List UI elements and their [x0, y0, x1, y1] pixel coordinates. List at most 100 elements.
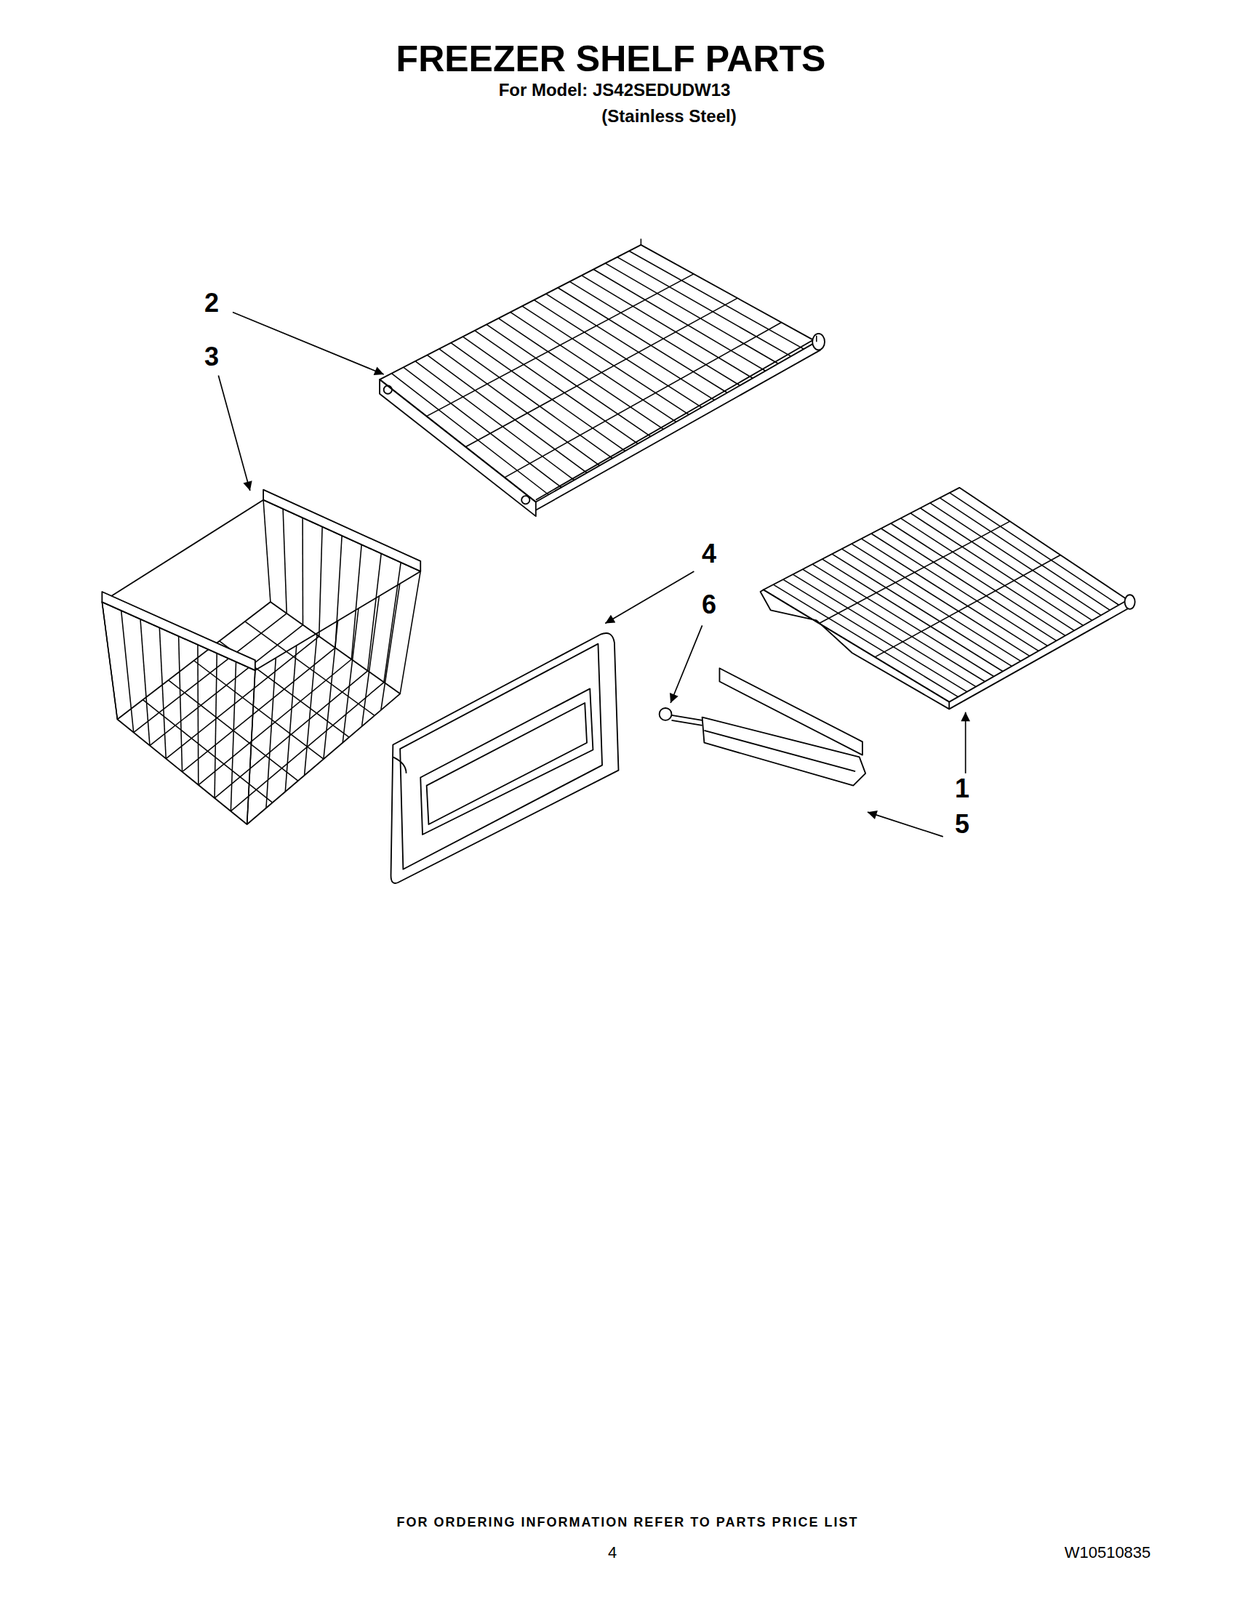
panel-recess	[420, 688, 593, 835]
shelf-wire	[831, 554, 1012, 667]
roll-bar-end	[1125, 594, 1136, 610]
shelf-side-plate	[760, 589, 950, 710]
basket-bottom	[117, 602, 400, 825]
shelf-wire	[593, 269, 766, 372]
shelf-wire	[391, 373, 549, 496]
shelf-wire	[546, 293, 715, 400]
shelf-wire	[900, 518, 1075, 631]
basket-wire	[282, 509, 287, 614]
shelf-wire	[822, 559, 1003, 672]
leader-line	[218, 375, 251, 491]
shelf-wire	[465, 298, 738, 448]
basket-wire	[323, 621, 339, 760]
leader-line	[965, 712, 967, 774]
basket-wire	[381, 583, 400, 711]
shelf-wire	[842, 549, 1022, 662]
shelf-wire	[773, 584, 958, 697]
shelf-wire	[919, 508, 1092, 621]
basket-wire	[159, 627, 166, 759]
shelf-roll-bar	[949, 607, 1131, 710]
wire-parts	[101, 238, 1135, 825]
page-number: 4	[607, 1545, 617, 1562]
shelf-wire	[783, 579, 968, 692]
panel-inner-edge	[399, 644, 603, 870]
shelf-slot	[383, 386, 392, 395]
basket-handle	[263, 490, 421, 572]
basket-wire	[399, 571, 421, 694]
basket-wire	[214, 653, 217, 799]
basket-wire	[266, 658, 276, 808]
document-number: W10510835	[1064, 1545, 1152, 1562]
basket-wire	[121, 610, 134, 734]
rail-groove	[703, 730, 856, 772]
shelf-wire	[890, 523, 1066, 636]
shelf-wire	[871, 533, 1048, 646]
callout-number: 2	[204, 290, 219, 317]
shelf-wire	[557, 287, 728, 393]
finish-label: (Stainless Steel)	[601, 107, 736, 126]
basket-wire	[342, 608, 359, 744]
leader-line	[670, 625, 703, 704]
shelf-wire	[605, 263, 779, 364]
basket-wire	[383, 562, 401, 683]
shelf-frame	[763, 487, 1128, 703]
leader-line	[232, 311, 384, 375]
shelf-wire	[851, 543, 1030, 656]
ordering-note: FOR ORDERING INFORMATION REFER TO PARTS …	[396, 1516, 859, 1530]
shelf-wire	[930, 503, 1102, 616]
basket-wire	[301, 517, 304, 625]
basket-front-panel	[391, 633, 619, 884]
basket-wire	[263, 500, 271, 603]
shelf-wire	[802, 569, 986, 682]
shelf-wire	[522, 306, 689, 415]
basket-wire	[319, 527, 323, 638]
wire-basket	[101, 490, 421, 825]
basket-wire	[247, 670, 256, 825]
callout-number: 6	[701, 591, 717, 619]
shelf-wire	[910, 513, 1084, 626]
callout-number: 4	[701, 541, 717, 568]
rail-bar	[702, 717, 867, 787]
basket-wire	[304, 633, 318, 776]
basket-wire	[367, 553, 382, 671]
panel-notch	[392, 757, 406, 774]
shelf-roll-bar	[535, 335, 822, 501]
callout-number: 5	[954, 811, 970, 838]
model-label: For Model: JS42SEDUDW13	[498, 81, 731, 99]
shelf-wire	[581, 275, 753, 379]
diagram-title: FREEZER SHELF PARTS	[396, 40, 827, 78]
basket-rim	[101, 500, 421, 671]
leader-line	[867, 812, 944, 838]
screw-head	[659, 708, 672, 721]
basket-wire	[194, 661, 324, 760]
shelf-wire	[818, 521, 1010, 624]
basket-wire	[140, 619, 150, 747]
leader-line	[605, 571, 694, 624]
basket-wire	[101, 602, 118, 720]
leader-lines	[218, 311, 966, 837]
short-wire-shelf	[760, 487, 1136, 710]
basket-handle	[101, 591, 256, 671]
basket-wire	[285, 645, 296, 792]
shelf-post	[640, 238, 643, 245]
shelf-wire	[874, 554, 1061, 657]
shelf-wire	[949, 493, 1120, 606]
shelf-wire	[533, 300, 702, 408]
panel-recess-inner	[426, 703, 587, 825]
shelf-wire	[569, 281, 740, 386]
basket-wire	[351, 544, 362, 660]
shelf-wire	[403, 367, 562, 488]
long-wire-shelf	[379, 238, 825, 517]
basket-wire	[362, 596, 380, 727]
shelf-wire	[510, 311, 677, 422]
shelf-wire	[504, 322, 782, 478]
shelf-wire	[629, 250, 804, 350]
callout-number: 1	[954, 775, 970, 803]
shelf-wire	[880, 528, 1056, 641]
shelf-roll-bar	[535, 349, 822, 510]
shelf-wire	[426, 354, 587, 473]
screw-shank	[671, 715, 702, 726]
illustration-group	[101, 238, 1135, 884]
basket-wire	[101, 602, 118, 720]
